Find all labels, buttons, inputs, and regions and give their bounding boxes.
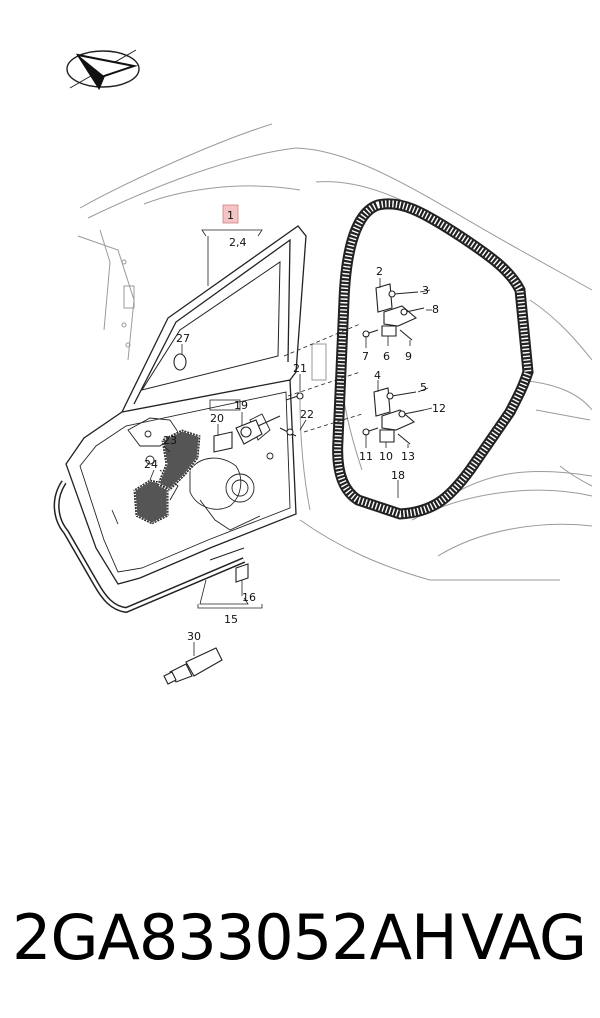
- callout-4: 4: [374, 369, 381, 382]
- callout-12: 12: [432, 402, 446, 415]
- part-number: 2GA833052AH: [12, 901, 458, 974]
- callout-30: 30: [187, 630, 201, 643]
- callout-2: 2: [376, 265, 383, 278]
- grease-tube: [163, 647, 223, 685]
- callout-20: 20: [210, 412, 224, 425]
- callout-3: 3: [422, 284, 429, 297]
- callout-8: 8: [432, 303, 439, 316]
- orientation-logo: [66, 49, 140, 91]
- callout-7: 7: [362, 350, 369, 363]
- callout-6: 6: [383, 350, 390, 363]
- lower-hinge: [362, 387, 425, 445]
- leader-lines: [149, 229, 433, 656]
- car-body-outline: [77, 123, 593, 581]
- upper-hinge: [362, 283, 425, 341]
- callout-labels: 1 2,4 2 3 8 7 6 9 4 5 12 11 10 13 18 27 …: [144, 209, 446, 643]
- callout-22: 22: [300, 408, 314, 421]
- callout-11: 11: [359, 450, 373, 463]
- callout-18: 18: [391, 469, 405, 482]
- brand-name: VAG: [461, 901, 587, 974]
- callout-1: 1: [227, 209, 234, 222]
- callout-27: 27: [176, 332, 190, 345]
- footer: 2GA833052AH VAG: [0, 888, 600, 998]
- callout-9: 9: [405, 350, 412, 363]
- callout-21: 21: [293, 362, 307, 375]
- door-shell: [65, 225, 307, 585]
- callout-24: 24: [144, 458, 158, 471]
- insulation-pads: [132, 428, 202, 526]
- small-parts: [173, 353, 304, 583]
- door-seal: [332, 198, 534, 520]
- callout-5: 5: [420, 381, 427, 394]
- callout-23: 23: [163, 434, 177, 447]
- callout-19: 19: [234, 399, 248, 412]
- callout-2-4: 2,4: [229, 236, 247, 249]
- highlight-box-1: [222, 204, 239, 224]
- callout-16: 16: [242, 591, 256, 604]
- lower-weatherstrip: [53, 480, 246, 614]
- callout-15: 15: [224, 613, 238, 626]
- callout-13: 13: [401, 450, 415, 463]
- callout-10: 10: [379, 450, 393, 463]
